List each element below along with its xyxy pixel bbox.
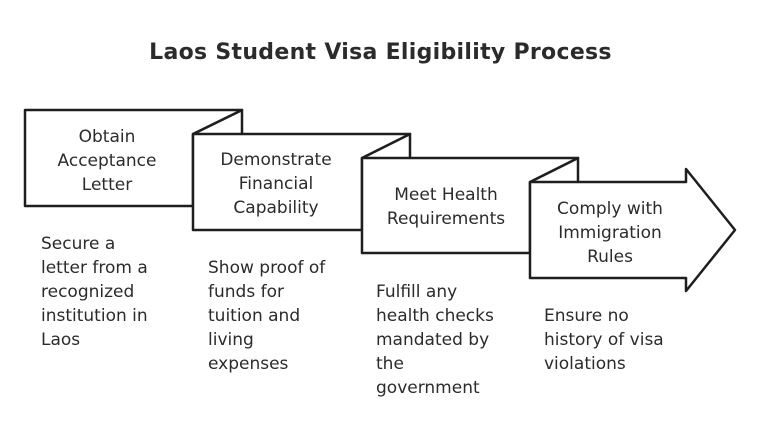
diagram-title: Laos Student Visa Eligibility Process (149, 40, 612, 65)
step-2-label: Demonstrate Financial Capability (220, 150, 332, 218)
step-4-arrow (528, 167, 737, 293)
step-3-description: Fulfill any health checks mandated by th… (376, 282, 494, 398)
step-4-label: Comply with Immigration Rules (557, 199, 663, 267)
step-2-description: Show proof of funds for tuition and livi… (208, 258, 326, 374)
step-1-label: Obtain Acceptance Letter (57, 127, 157, 195)
step-3-label: Meet Health Requirements (386, 185, 506, 229)
step-1-description: Secure a letter from a recognized instit… (41, 234, 148, 350)
step-4-description: Ensure no history of visa violations (544, 306, 664, 374)
